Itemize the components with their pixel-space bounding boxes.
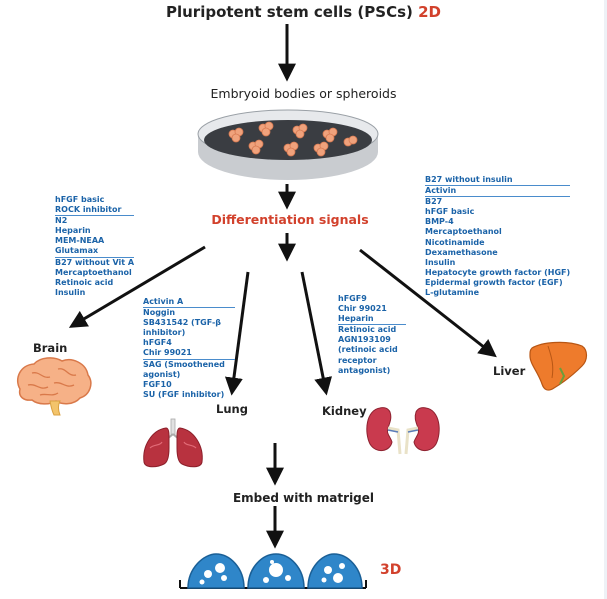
brain-icon <box>16 357 92 416</box>
factor-item: ROCK inhibitor <box>55 205 135 217</box>
factor-item: SU (FGF inhibitor) <box>143 389 225 399</box>
embryoid-label: Embryoid bodies or spheroids <box>210 86 397 101</box>
factor-item: N2 <box>55 216 68 226</box>
arrow-to-brain <box>68 245 206 328</box>
factor-item: Epidermal growth factor (EGF) <box>425 277 563 287</box>
factor-item: Hepatocyte growth factor (HGF) <box>425 267 571 277</box>
factor-item: Retinoic acid <box>55 277 114 287</box>
liver-factor-list: B27 without insulin Activin B27 hFGF bas… <box>425 175 571 298</box>
organ-label-brain: Brain <box>33 341 68 355</box>
factor-item: Noggin <box>143 308 176 318</box>
factor-item: Dexamethasone <box>425 247 498 257</box>
factor-item: FGF10 <box>143 379 172 389</box>
factor-item: Retinoic acid <box>338 325 397 335</box>
title-text: Pluripotent stem cells (PSCs) <box>165 3 413 21</box>
factor-item: Insulin <box>425 257 456 267</box>
factor-item: B27 without insulin <box>425 175 571 187</box>
factor-item: hFGF4 <box>143 338 172 348</box>
title-accent-2d: 2D <box>418 3 441 21</box>
factor-item: BMP-4 <box>425 217 454 227</box>
factor-item: SB431542 (TGF-β inhibitor) <box>143 318 221 338</box>
factor-item: Activin A <box>143 297 235 309</box>
factor-item: Heparin <box>338 314 406 326</box>
organ-label-lung: Lung <box>216 402 248 416</box>
factor-item: MEM-NEAA <box>55 236 105 246</box>
page-title: Pluripotent stem cells (PSCs) 2D <box>0 3 607 21</box>
liver-icon <box>529 341 588 391</box>
factor-item: hFGF9 <box>338 294 367 303</box>
factor-item: hFGF basic <box>55 195 105 204</box>
factor-item: SAG (Smoothened agonist) <box>143 359 225 379</box>
factor-item: Nicotinamide <box>425 237 485 247</box>
lung-icon <box>143 418 203 468</box>
factor-item: Heparin <box>55 226 91 236</box>
kidney-icon <box>366 407 440 455</box>
factor-item: Mercaptoethanol <box>55 267 132 277</box>
factor-item: B27 <box>425 197 443 207</box>
embed-matrigel-label: Embed with matrigel <box>232 491 375 505</box>
factor-item: hFGF basic <box>425 207 475 217</box>
label-3d: 3D <box>380 562 402 578</box>
right-edge-strip <box>604 0 607 599</box>
factor-item: Activin <box>425 186 571 198</box>
organ-label-liver: Liver <box>493 364 526 378</box>
organoids-3d-icon <box>179 553 367 589</box>
arrow-to-lung <box>224 271 250 396</box>
differentiation-signals-label: Differentiation signals <box>211 212 369 227</box>
petri-dish-icon <box>197 109 379 180</box>
factor-item: L-glutamine <box>425 288 480 298</box>
factor-item: Mercaptoethanol <box>425 227 502 237</box>
factor-item: B27 without Vit A <box>55 257 135 267</box>
brain-factor-list: hFGF basic ROCK inhibitor N2 Heparin MEM… <box>55 195 135 298</box>
factor-item: AGN193109 (retinoic acid receptor antago… <box>338 335 398 375</box>
factor-item: Insulin <box>55 287 86 297</box>
factor-item: Glutamax <box>55 246 135 258</box>
factor-item: Chir 99021 <box>143 348 235 360</box>
lung-factor-list: Activin A Noggin SB431542 (TGF-β inhibit… <box>143 297 235 400</box>
kidney-factor-list: hFGF9 Chir 99021 Heparin Retinoic acid A… <box>338 294 406 376</box>
factor-item: Chir 99021 <box>338 304 387 314</box>
organ-label-kidney: Kidney <box>322 404 367 418</box>
arrow-to-liver <box>359 248 497 358</box>
arrow-to-kidney <box>300 271 333 396</box>
